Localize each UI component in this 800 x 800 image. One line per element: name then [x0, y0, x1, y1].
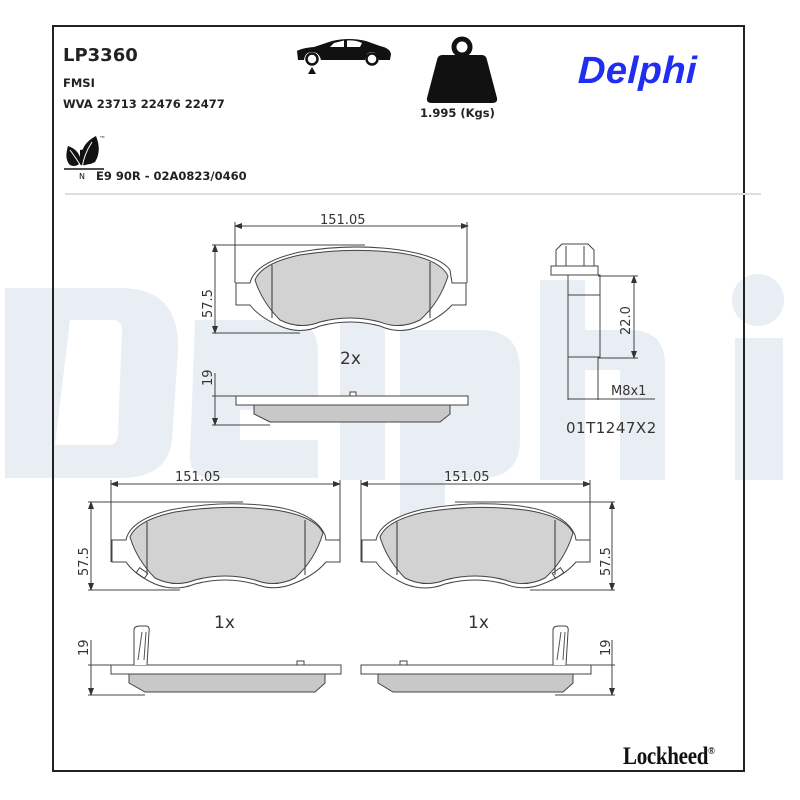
bolt-thread-dim: M8x1 [611, 384, 646, 399]
right-pad-side-view [360, 625, 615, 696]
caliper-bolt [550, 243, 655, 400]
top-pad-thickness-dim: 19 [201, 369, 216, 386]
right-pad-front-view [360, 480, 615, 591]
left-pad-height-dim: 57.5 [77, 547, 92, 576]
svg-text:TM: TM [99, 135, 105, 139]
left-pad-quantity: 1x [214, 613, 235, 633]
right-pad-width-dim: 151.05 [444, 470, 490, 485]
left-pad-side-view [88, 625, 342, 696]
weight-icon [426, 36, 498, 103]
right-pad-thickness-dim: 19 [599, 639, 614, 656]
top-pad-quantity: 2x [340, 349, 361, 369]
car-axle-front-icon [297, 39, 391, 74]
lockheed-text: Lockheed [623, 741, 709, 770]
header-divider [65, 193, 761, 195]
part-number: LP3360 [63, 45, 138, 66]
right-pad-height-dim: 57.5 [599, 547, 614, 576]
bolt-code: 01T1247X2 [566, 419, 657, 437]
top-pad-front-view [212, 222, 469, 334]
wva-numbers: WVA 23713 22476 22477 [63, 97, 225, 111]
drawing-frame [52, 25, 745, 772]
weight-value: 1.995 (Kgs) [420, 106, 495, 120]
lockheed-logo: Lockheed® [623, 741, 715, 771]
bolt-length-dim: 22.0 [619, 306, 634, 335]
top-pad-width-dim: 151.05 [320, 213, 366, 228]
left-pad-thickness-dim: 19 [77, 639, 92, 656]
eco-leaf-icon: TM N [64, 135, 105, 181]
eco-mark: N [79, 172, 85, 181]
left-pad-front-view [88, 480, 341, 591]
top-pad-side-view [212, 373, 469, 426]
approval-number: E9 90R - 02A0823/0460 [96, 169, 247, 183]
registered-mark: ® [708, 744, 715, 757]
left-pad-width-dim: 151.05 [175, 470, 221, 485]
right-pad-quantity: 1x [468, 613, 489, 633]
top-pad-height-dim: 57.5 [201, 289, 216, 318]
fmsi-label: FMSI [63, 76, 95, 90]
